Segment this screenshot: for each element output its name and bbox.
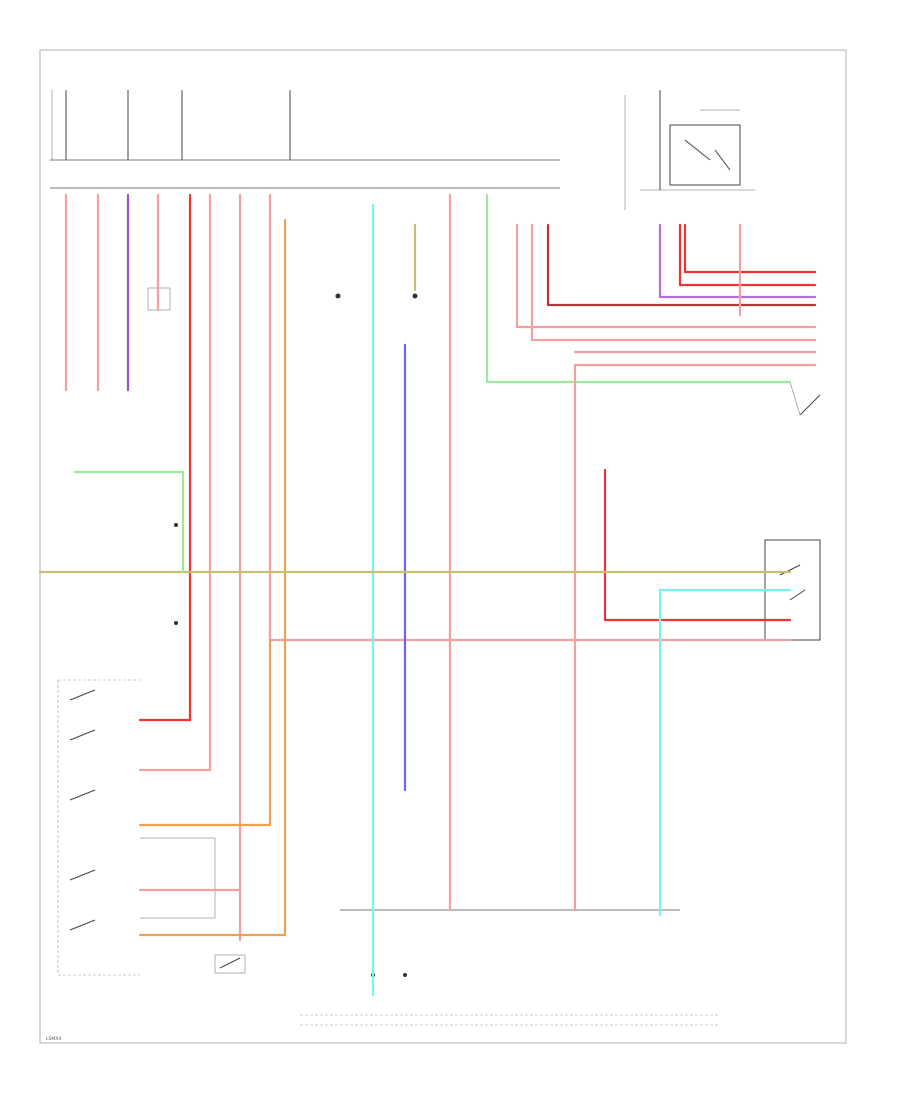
wire-group bbox=[38, 193, 817, 997]
wire-pink-9 bbox=[530, 223, 817, 342]
wire-red-4 bbox=[678, 223, 817, 287]
corner-label: LSMX4 bbox=[46, 1036, 61, 1042]
wire-green-2 bbox=[73, 470, 185, 574]
combination-switch-contacts bbox=[69, 689, 216, 931]
fuse-feeds bbox=[51, 90, 661, 190]
wire-darkred-1 bbox=[546, 223, 817, 307]
wire-orange-1 bbox=[138, 218, 287, 937]
wire-red-2 bbox=[603, 468, 792, 622]
wire-pink-6 bbox=[268, 193, 792, 642]
combination-switch-bracket bbox=[57, 679, 140, 976]
wire-green-1 bbox=[485, 193, 792, 384]
wire-orange-2 bbox=[138, 638, 272, 827]
wire-pink-8 bbox=[515, 223, 817, 329]
door-switch-right bbox=[789, 381, 821, 416]
wire-red-3 bbox=[683, 223, 817, 274]
wire-purple-2 bbox=[658, 223, 817, 299]
combination-meter-bracket bbox=[300, 1014, 720, 1026]
harness-switch-bottom bbox=[214, 954, 246, 974]
diagram-frame bbox=[39, 49, 847, 1044]
relay-box-top-right bbox=[669, 109, 741, 186]
connector-markers bbox=[174, 293, 418, 977]
